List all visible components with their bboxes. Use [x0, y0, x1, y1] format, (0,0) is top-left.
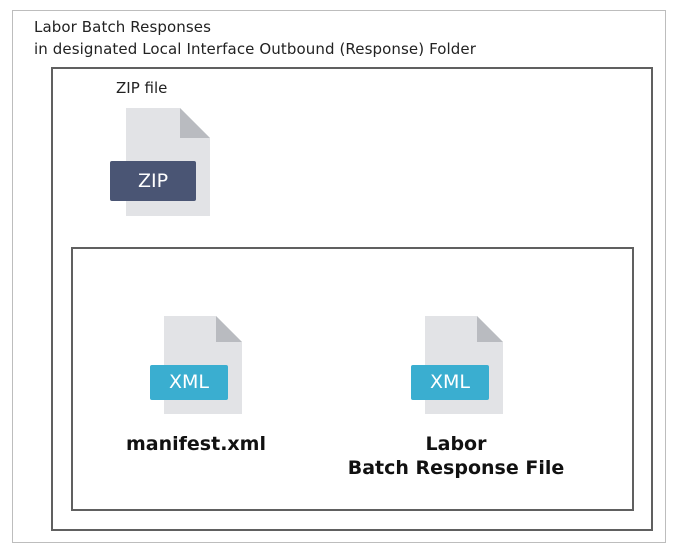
- folder-title: Labor Batch Responses: [34, 18, 212, 36]
- zip-badge: ZIP: [110, 161, 196, 201]
- manifest-label: manifest.xml: [126, 433, 266, 455]
- xml-badge: XML: [411, 365, 489, 400]
- xml-file-icon: XML: [411, 316, 503, 416]
- labor-label-line1: Labor: [425, 433, 487, 455]
- zip-caption: ZIP file: [116, 79, 168, 97]
- zip-container: [51, 67, 653, 531]
- labor-label-line2: Batch Response File: [347, 457, 565, 479]
- zip-contents-box: [71, 247, 634, 511]
- xml-file-icon: XML: [150, 316, 242, 416]
- zip-file-icon: ZIP: [110, 108, 210, 218]
- outer-frame: [12, 10, 666, 543]
- xml-badge: XML: [150, 365, 228, 400]
- folder-subtitle: in designated Local Interface Outbound (…: [34, 40, 477, 58]
